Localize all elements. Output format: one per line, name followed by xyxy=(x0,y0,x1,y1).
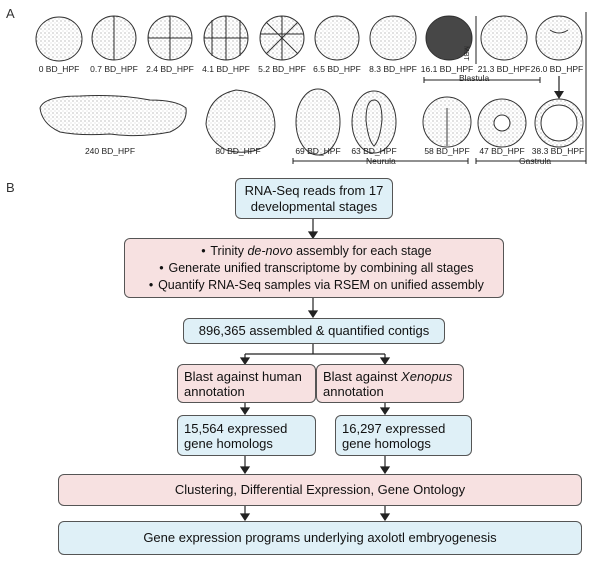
stage-label: 16.1 BD_HPF xyxy=(420,64,474,74)
analysis-box: Clustering, Differential Expression, Gen… xyxy=(58,474,582,506)
contigs-text: 896,365 assembled & quantified contigs xyxy=(198,323,430,338)
embryo-stage-0 xyxy=(35,16,83,62)
stage-label: 69 BD_HPF xyxy=(295,146,341,156)
stage-label: 38.3 BD_HPF xyxy=(531,146,585,156)
stage-label: 0.7 BD_HPF xyxy=(90,64,138,74)
assembly-box: Trinity de-novo assembly for each stage … xyxy=(124,238,504,298)
embryo-stage-12 xyxy=(295,88,341,156)
embryo-stage-8 xyxy=(480,15,528,61)
panel-a-label: A xyxy=(6,6,15,21)
embryo-stage-13 xyxy=(351,90,397,154)
rna-seq-reads-box: RNA-Seq reads from 17 developmental stag… xyxy=(235,178,393,219)
human-homologs-text: 15,564 expressed gene homologs xyxy=(184,420,288,451)
stage-label: 26.0 BD_HPF xyxy=(530,64,584,74)
gastrula-label: Gastrula xyxy=(519,156,552,166)
analysis-text: Clustering, Differential Expression, Gen… xyxy=(174,482,466,497)
embryo-stage-10 xyxy=(39,95,187,137)
programs-text: Gene expression programs underlying axol… xyxy=(143,530,497,545)
assembly-step: Trinity de-novo assembly for each stage xyxy=(144,243,484,260)
stage-label: 2.4 BD_HPF xyxy=(146,64,194,74)
embryo-stage-illustrations xyxy=(35,12,587,164)
programs-box: Gene expression programs underlying axol… xyxy=(58,521,582,555)
stage-label: 0 BD_HPF xyxy=(38,64,80,74)
blast-human-text: Blast against human annotation xyxy=(184,368,302,399)
stage-label: 4.1 BD_HPF xyxy=(202,64,250,74)
assembly-steps: Trinity de-novo assembly for each stage … xyxy=(144,243,484,294)
embryo-stage-6 xyxy=(369,15,417,61)
embryo-stage-5 xyxy=(314,15,360,61)
blast-human-box: Blast against human annotation xyxy=(177,364,316,403)
blast-xenopus-box: Blast against Xenopus annotation xyxy=(316,364,464,403)
panel-b-label: B xyxy=(6,180,15,195)
stage-label: 21.3 BD_HPF xyxy=(477,64,531,74)
blastula-label: Blastula xyxy=(459,73,490,83)
xenopus-homologs-text: 16,297 expressed gene homologs xyxy=(342,420,446,451)
stage-label: 63 BD_HPF xyxy=(351,146,397,156)
stage-label: 80 BD_HPF xyxy=(215,146,261,156)
stage-label: 47 BD_HPF xyxy=(479,146,525,156)
contigs-box: 896,365 assembled & quantified contigs xyxy=(183,318,445,344)
embryo-stage-9 xyxy=(535,15,583,61)
assembly-step: Generate unified transcriptome by combin… xyxy=(144,260,484,277)
human-homologs-box: 15,564 expressed gene homologs xyxy=(177,415,316,456)
stage-label: 58 BD_HPF xyxy=(424,146,470,156)
neurula-label: Neurula xyxy=(366,156,396,166)
stage-label: 5.2 BD_HPF xyxy=(258,64,306,74)
stage-label: 6.5 BD_HPF xyxy=(313,64,361,74)
embryo-stage-7 xyxy=(425,15,473,61)
rna-seq-reads-text: RNA-Seq reads from 17 developmental stag… xyxy=(244,182,384,214)
blast-xenopus-text: Blast against Xenopus annotation xyxy=(323,368,453,399)
stage-label: 8.3 BD_HPF xyxy=(369,64,417,74)
embryo-stage-11 xyxy=(205,89,276,153)
xenopus-homologs-box: 16,297 expressed gene homologs xyxy=(335,415,472,456)
stage-label: 240 BD_HPF xyxy=(84,146,136,156)
assembly-step: Quantify RNA-Seq samples via RSEM on uni… xyxy=(144,277,484,294)
